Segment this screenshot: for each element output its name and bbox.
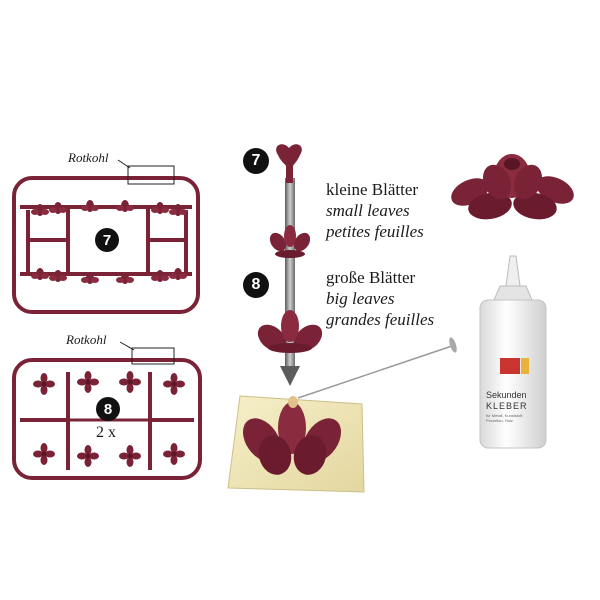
sprue-label-7: Rotkohl [68,150,109,165]
glue-bottle [479,255,547,449]
step-number-badge-8: 8 [243,272,269,298]
assembly-shaft [285,178,295,370]
step-7-german: kleine Blätter [326,180,419,199]
glue-bottle-label-line2: KLEBER [486,401,528,411]
part-8-big-leaves [257,310,323,353]
part-7-small-leaves [269,225,311,258]
glue-bottle-label-line1: Sekunden [486,390,527,400]
finished-flower [451,154,574,220]
assembled-flower-on-base [242,396,342,475]
glue-bottle-label-small: für Metall, Kunststoff, Porzellan, Holz [486,413,524,423]
sprue-name-box-7 [127,165,175,185]
step-8-french: grandes feuilles [326,310,435,329]
assembly-arrowhead [280,366,300,386]
sprue-label-8: Rotkohl [66,332,107,347]
sprue-number-badge-7: 7 [95,228,119,252]
part-7-top-piece [276,144,302,183]
glue-needle [297,337,457,399]
sprue-name-box-8 [131,347,175,365]
step-number-badge-7: 7 [243,148,269,174]
step-7-english: small leaves [326,201,410,220]
step-7-french: petites feuilles [326,222,424,241]
sprue-number-badge-8: 8 [96,397,120,421]
sprue-leader-8 [119,341,135,351]
step-8-german: große Blätter [326,268,416,287]
step-8-english: big leaves [326,289,395,308]
sprue-leader-7 [117,159,131,169]
sprue-count-8: 2 x [96,424,116,441]
